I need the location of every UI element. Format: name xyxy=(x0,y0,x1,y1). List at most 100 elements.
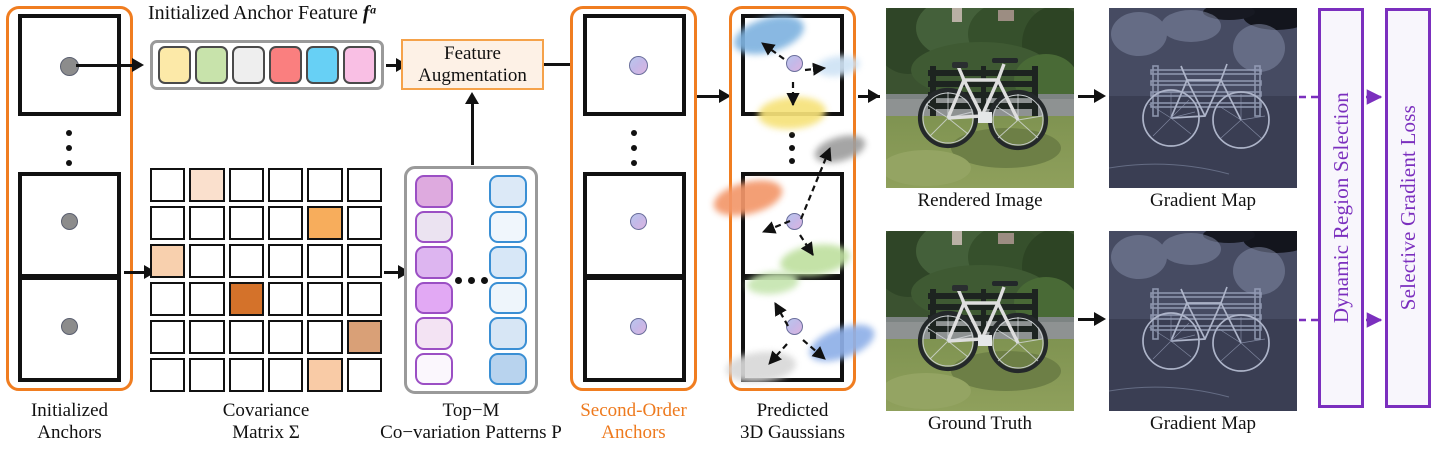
pattern-cell-blue-6 xyxy=(489,352,527,385)
initialized-anchor-dot-3 xyxy=(61,318,78,335)
top-m-caption-line2: Co−variation Patterns P xyxy=(380,422,562,444)
predicted-gaussians-caption: Predicted 3D Gaussians xyxy=(722,400,863,444)
top-m-ellipsis xyxy=(454,276,488,284)
arrow-gt-to-grad-line xyxy=(1078,318,1102,321)
arrow-cov-to-topm-line xyxy=(384,271,402,274)
cov-cell-0-3 xyxy=(267,168,304,202)
feature-cell-2 xyxy=(195,46,228,84)
arrow-feature-to-aug-line xyxy=(386,64,400,67)
cov-cell-5-2 xyxy=(228,358,264,392)
arrow-gauss-to-render-head xyxy=(868,89,880,103)
arrow-render-to-grad-head xyxy=(1094,89,1106,103)
arrow-render-to-grad-line xyxy=(1078,95,1102,98)
initialized-anchor-dot-2 xyxy=(61,213,78,230)
ground-truth-caption: Ground Truth xyxy=(928,413,1032,434)
cov-cell-4-3 xyxy=(267,320,304,354)
covariance-matrix-caption: Covariance Matrix Σ xyxy=(150,400,382,444)
gaussian-anchor-dot-1 xyxy=(786,55,803,72)
covariance-caption-line1: Covariance xyxy=(222,400,310,421)
dynamic-region-selection-box[interactable]: Dynamic Region Selection xyxy=(1318,8,1364,408)
anchor-feature-header-label: Initialized Anchor Feature xyxy=(148,2,358,24)
pattern-cell-blue-3 xyxy=(489,246,527,279)
cov-cell-highlight-1-4 xyxy=(307,206,343,240)
cov-cell-highlight-2-0 xyxy=(150,244,186,278)
initialized-anchors-ellipsis xyxy=(66,130,72,166)
cov-cell-highlight-4-5 xyxy=(346,320,382,354)
feature-cell-5 xyxy=(306,46,339,84)
pattern-cell-blue-2 xyxy=(489,210,527,243)
cov-cell-1-3 xyxy=(267,206,304,240)
arrow-aug-out-line xyxy=(544,63,584,66)
selective-gradient-loss-label: Selective Gradient Loss xyxy=(1395,105,1420,311)
cov-cell-2-1 xyxy=(189,244,225,278)
top-m-patterns-caption: Top−M Co−variation Patterns P xyxy=(330,400,612,444)
cov-cell-1-2 xyxy=(228,206,264,240)
arrow-topm-to-aug-line xyxy=(471,103,474,165)
blue-pattern-column xyxy=(489,175,527,385)
arrow-topm-to-aug-head xyxy=(465,92,479,104)
top-m-caption-line1: Top−M xyxy=(442,400,500,421)
cov-cell-4-0 xyxy=(150,320,186,354)
feature-cell-6 xyxy=(343,46,376,84)
rendered-image-caption: Rendered Image xyxy=(917,190,1043,211)
dynamic-region-selection-label: Dynamic Region Selection xyxy=(1328,92,1353,324)
cov-cell-2-4 xyxy=(307,244,343,278)
cov-cell-0-0 xyxy=(150,168,186,202)
cov-cell-5-1 xyxy=(189,358,225,392)
anchor-feature-strip xyxy=(150,40,384,90)
arrow-anchor-to-feature-head xyxy=(132,58,144,72)
covariance-matrix xyxy=(150,168,382,392)
predicted-gaussians-caption-line1: Predicted xyxy=(756,400,829,421)
cov-cell-1-0 xyxy=(150,206,186,240)
cov-cell-3-3 xyxy=(267,282,304,316)
feature-augmentation-box[interactable]: Feature Augmentation xyxy=(401,39,544,90)
pattern-cell-blue-5 xyxy=(489,317,527,350)
pattern-cell-blue-4 xyxy=(489,281,527,314)
cov-cell-3-1 xyxy=(189,282,225,316)
violet-pattern-column xyxy=(415,175,453,385)
arrow-gt-to-grad-head xyxy=(1094,312,1106,326)
ground-truth-image[interactable] xyxy=(886,231,1074,411)
cov-cell-3-5 xyxy=(346,282,382,316)
cov-cell-3-0 xyxy=(150,282,186,316)
cov-cell-1-1 xyxy=(189,206,225,240)
gaussians-ellipsis xyxy=(789,132,795,164)
arrow-anchor-to-feature-line xyxy=(76,64,133,67)
cov-cell-highlight-3-2 xyxy=(228,282,264,316)
cov-cell-4-2 xyxy=(228,320,264,354)
cov-cell-5-3 xyxy=(267,358,304,392)
pattern-cell-violet-5 xyxy=(415,317,453,350)
initialized-anchors-caption: Initialized Anchors xyxy=(6,400,133,444)
gaussian-dashed-arrows xyxy=(761,42,832,365)
second-order-anchor-dot-3 xyxy=(630,318,647,335)
gradient-map-bottom[interactable] xyxy=(1109,231,1297,411)
predicted-gaussians-caption-line2: 3D Gaussians xyxy=(739,422,846,444)
rendered-image[interactable] xyxy=(886,8,1074,188)
cov-cell-2-3 xyxy=(267,244,304,278)
second-order-anchor-box-3[interactable] xyxy=(583,276,686,382)
cov-cell-3-4 xyxy=(307,282,343,316)
second-order-caption-line2: Anchors xyxy=(601,422,666,444)
second-order-caption-line1: Second-Order xyxy=(580,400,687,421)
anchor-feature-symbol: fᵃ xyxy=(362,2,376,24)
gradient-map-top[interactable] xyxy=(1109,8,1297,188)
feature-augmentation-line2: Augmentation xyxy=(418,64,527,86)
cov-cell-4-4 xyxy=(307,320,343,354)
pattern-cell-violet-1 xyxy=(415,175,453,208)
cov-cell-0-5 xyxy=(346,168,382,202)
cov-cell-1-5 xyxy=(346,206,382,240)
cov-cell-5-5 xyxy=(346,358,382,392)
pattern-cell-violet-6 xyxy=(415,352,453,385)
initialized-anchors-caption-line1: Initialized xyxy=(30,400,109,421)
second-order-anchors-ellipsis xyxy=(631,130,637,166)
anchor-feature-header: Initialized Anchor Feature fᵃ xyxy=(148,2,376,25)
second-order-anchor-dot-1 xyxy=(629,56,648,75)
arrow-anchors-to-gauss-line xyxy=(697,95,721,98)
cov-cell-0-4 xyxy=(307,168,343,202)
covariance-caption-line2: Matrix Σ xyxy=(232,422,300,444)
pattern-cell-violet-2 xyxy=(415,210,453,243)
pattern-cell-violet-3 xyxy=(415,246,453,279)
selective-gradient-loss-box[interactable]: Selective Gradient Loss xyxy=(1385,8,1431,408)
feature-cell-4 xyxy=(269,46,302,84)
